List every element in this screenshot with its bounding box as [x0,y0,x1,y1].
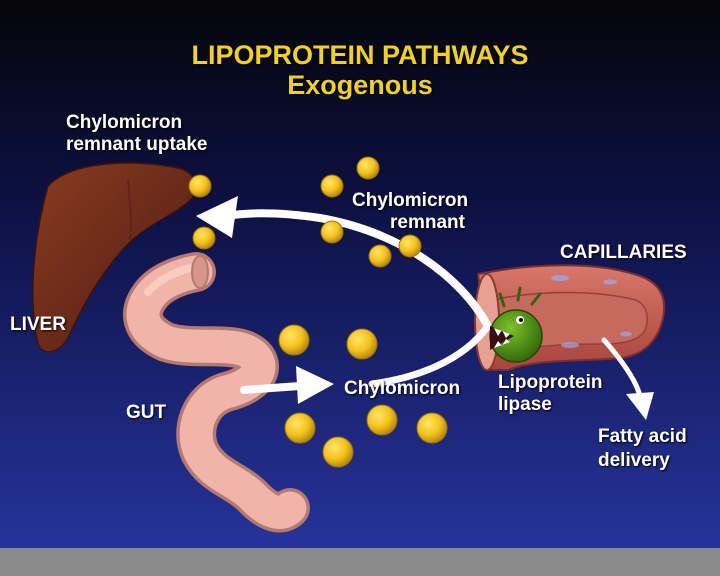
remnant-arrowhead [196,196,238,238]
chylomicron-particle [356,156,380,180]
liver-ligament-line [127,179,132,241]
remnant-to-liver-arrow [222,209,492,330]
diagram-subtitle: Exogenous [287,70,433,100]
chylomicron-particle [416,412,448,444]
chylomicron-particle [368,244,392,268]
diagram-title: LIPOPROTEIN PATHWAYS [191,40,529,70]
lipoprotein-lipase-creature [489,286,543,363]
remnant-uptake-label-line1: Chylomicron [66,112,183,133]
lipoprotein-lipase-label-line1: Lipoprotein [498,372,603,393]
chylomicron-label: Chylomicron [344,378,461,399]
liver-organ [32,162,197,353]
pathway-diagram [0,0,720,548]
gut-label: GUT [126,402,167,423]
chylomicron-particle [188,174,212,198]
remnant-uptake-label-line2: remnant uptake [66,134,208,155]
bottom-bar [0,548,720,576]
fatty-acid-arrow [601,337,643,399]
capillaries-label: CAPILLARIES [560,242,687,263]
chylomicron-particle [366,404,398,436]
chylomicron-particle [278,324,310,356]
chylomicron-particle [346,328,378,360]
chylomicron-particle [320,220,344,244]
chylomicron-particle [192,226,216,250]
liver-label: LIVER [10,314,66,335]
gut-arrowhead [296,366,334,404]
chylomicron-remnant-label-line1: Chylomicron [352,190,469,211]
gut-intestine [123,252,310,533]
arrows [196,196,654,420]
fatty-acid-delivery-label-line2: delivery [598,450,670,471]
particles [188,156,448,468]
chylomicron-particle [322,436,354,468]
chylomicron-remnant-label-line2: remnant [390,212,465,233]
chylomicron-particle [284,412,316,444]
fatty-acid-delivery-label-line1: Fatty acid [598,426,687,447]
chylomicron-particle [320,174,344,198]
chylomicron-to-capillary-arrow [368,322,492,388]
chylomicron-particle [398,234,422,258]
fatty-acid-arrowhead [626,392,654,420]
gut-to-chylomicron-arrow [240,382,304,394]
lipoprotein-lipase-label-line2: lipase [498,394,552,415]
